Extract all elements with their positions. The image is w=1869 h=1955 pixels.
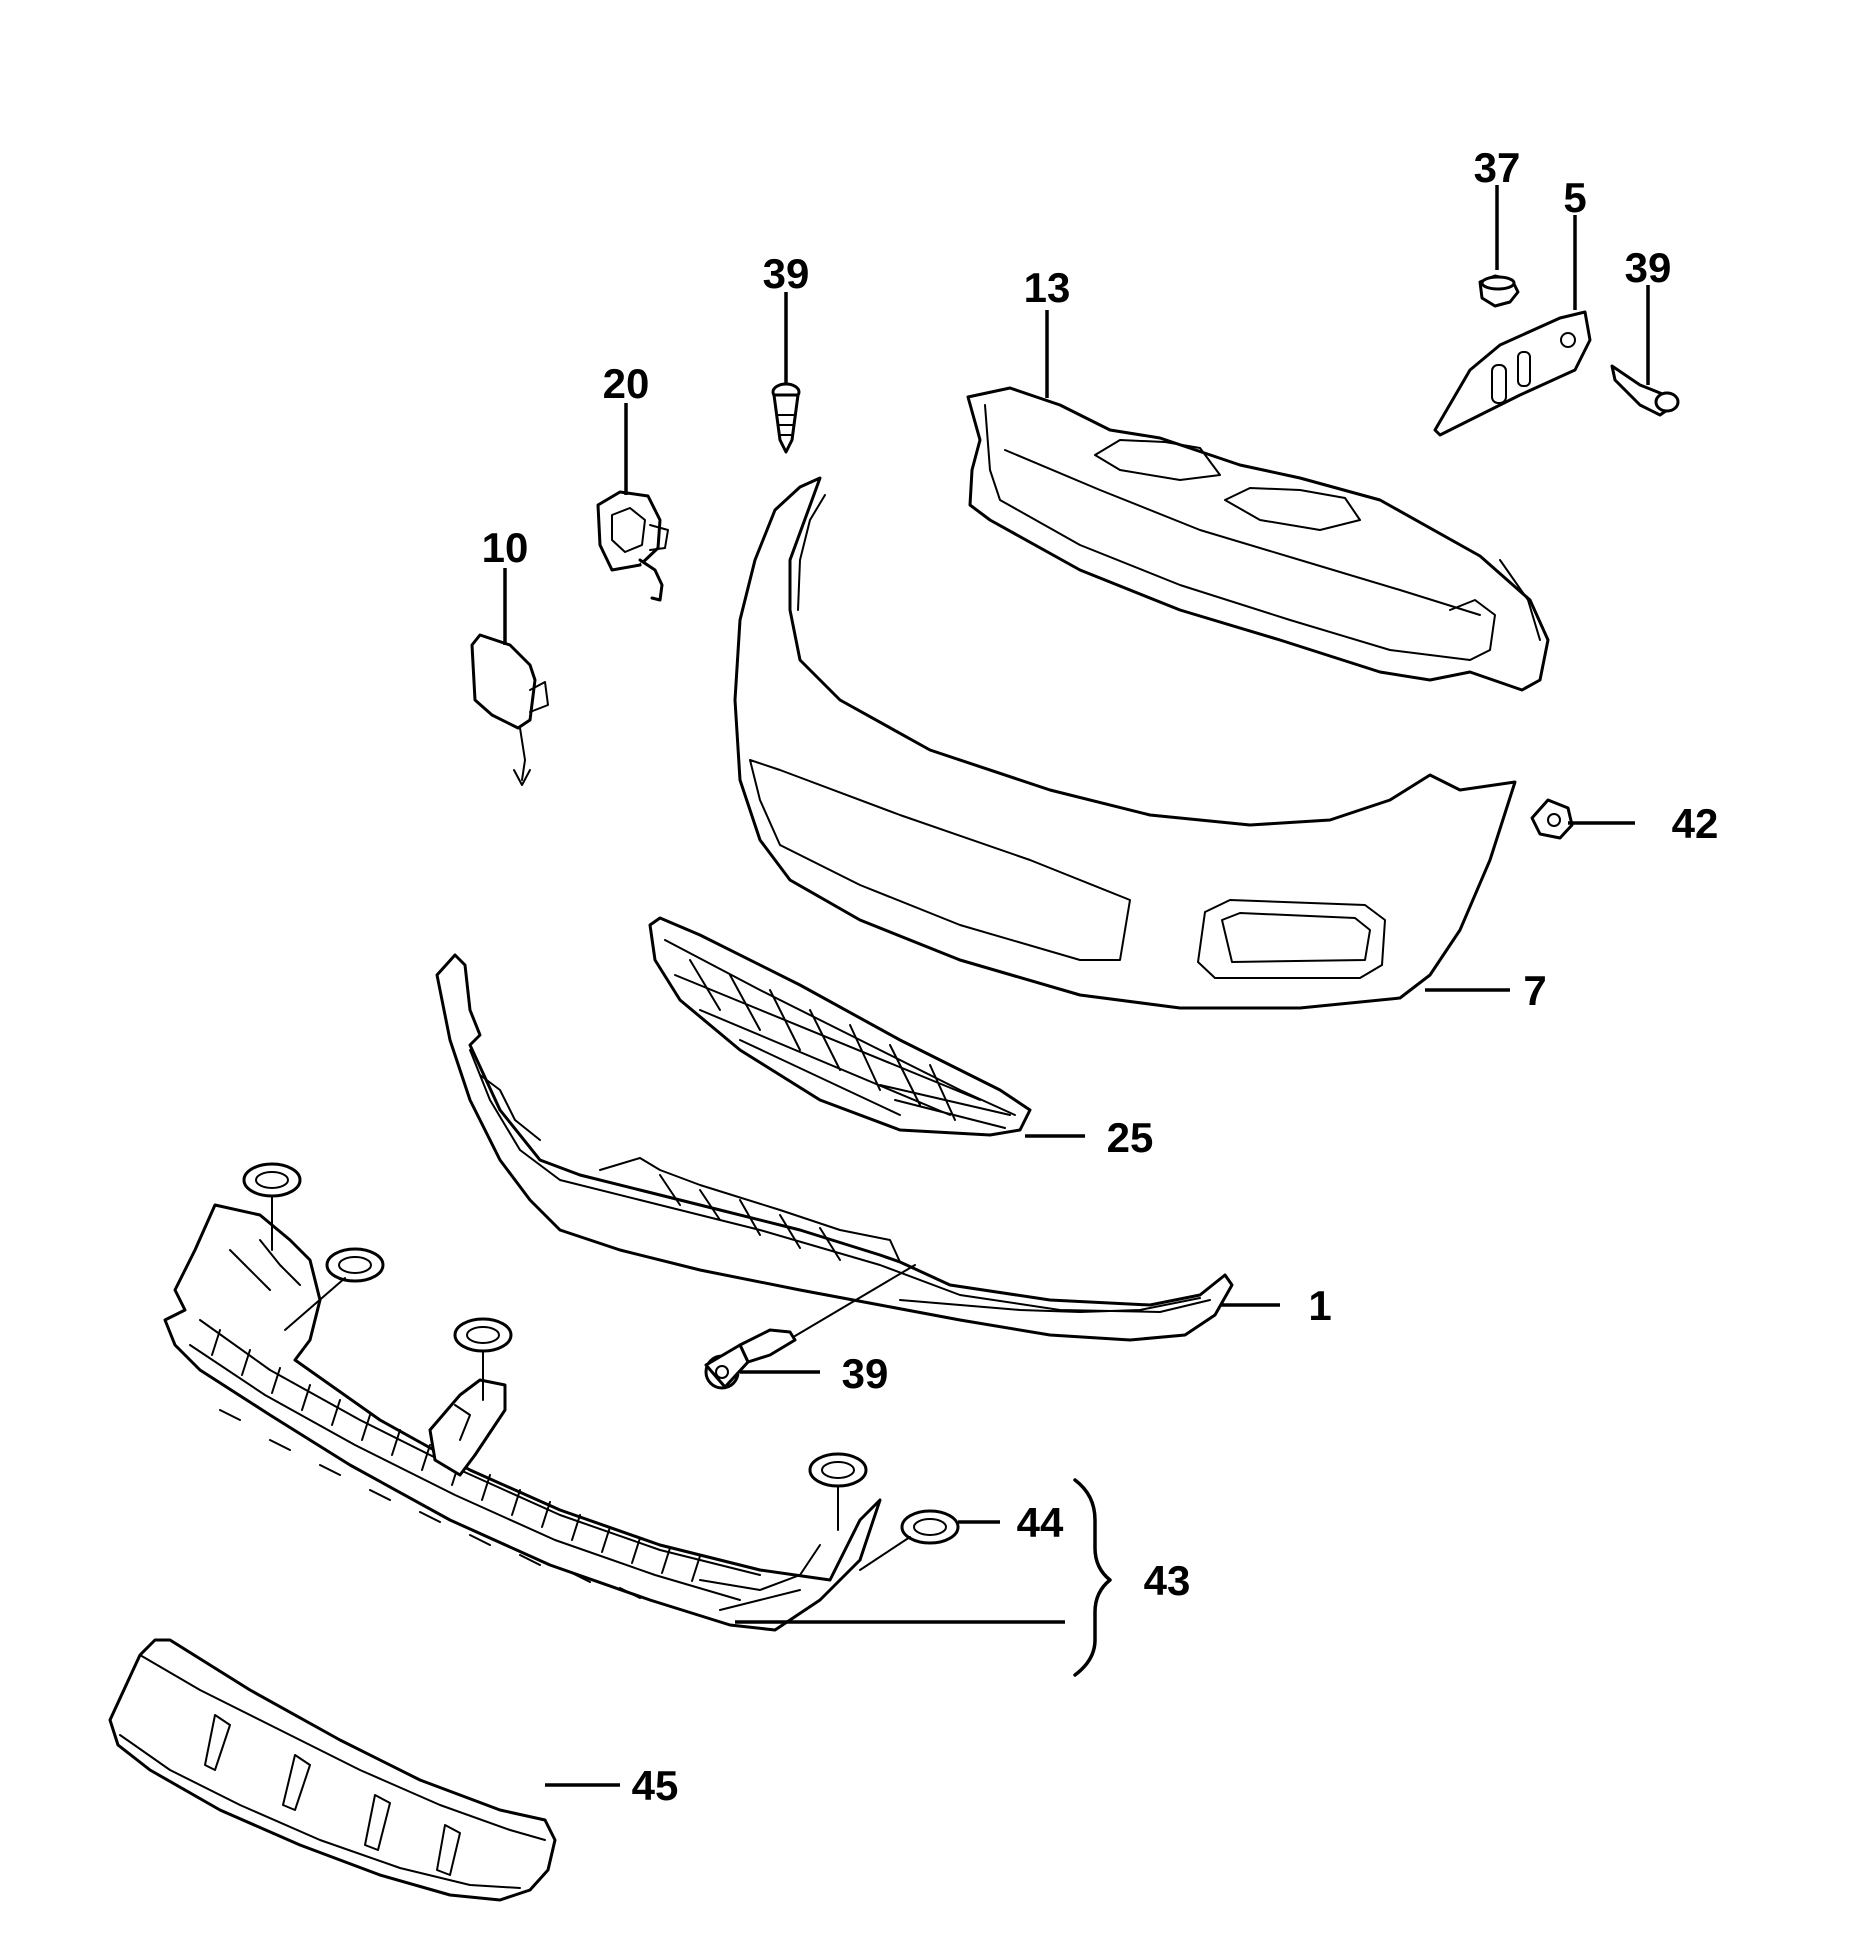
callout-5: 5 xyxy=(1563,174,1586,221)
callout-10: 10 xyxy=(482,524,529,571)
part-45-skid-plate xyxy=(108,1638,557,1902)
callout-43: 43 xyxy=(1144,1557,1191,1604)
part-37-clip xyxy=(1478,274,1520,308)
part-43-lower-carrier xyxy=(163,1203,882,1632)
part-13-energy-absorber xyxy=(966,386,1550,692)
part-44-grommets xyxy=(242,1162,960,1571)
callout-39-top-right: 39 xyxy=(1625,244,1672,291)
callout-labels: 37 5 39 13 39 20 10 42 7 25 1 39 44 43 4… xyxy=(482,144,1719,1809)
callout-42: 42 xyxy=(1672,800,1719,847)
part-7-bumper-cover xyxy=(733,476,1517,1010)
bracket-43 xyxy=(1073,1478,1112,1677)
callout-44: 44 xyxy=(1017,1499,1064,1546)
part-25-lower-grille xyxy=(648,916,1032,1137)
callout-37: 37 xyxy=(1474,144,1521,191)
part-42-clip-nut xyxy=(1530,798,1574,840)
callout-7: 7 xyxy=(1523,967,1546,1014)
leader-lines xyxy=(503,185,1650,1787)
part-1-spoiler-lip xyxy=(435,953,1234,1342)
part-39-bolt-bottom xyxy=(704,1264,916,1390)
part-39-bolt-top-right xyxy=(1610,364,1680,417)
callout-20: 20 xyxy=(603,360,650,407)
callout-39-bottom: 39 xyxy=(842,1350,889,1397)
part-20-washer-bracket xyxy=(596,490,669,602)
callout-13: 13 xyxy=(1024,264,1071,311)
callout-45: 45 xyxy=(632,1762,679,1809)
callout-1: 1 xyxy=(1308,1282,1331,1329)
callout-25: 25 xyxy=(1107,1114,1154,1161)
part-5-bracket xyxy=(1433,310,1592,437)
part-10-tow-hook-cover xyxy=(470,633,549,786)
callout-39-top: 39 xyxy=(763,250,810,297)
part-39-bolt-top xyxy=(771,382,801,454)
